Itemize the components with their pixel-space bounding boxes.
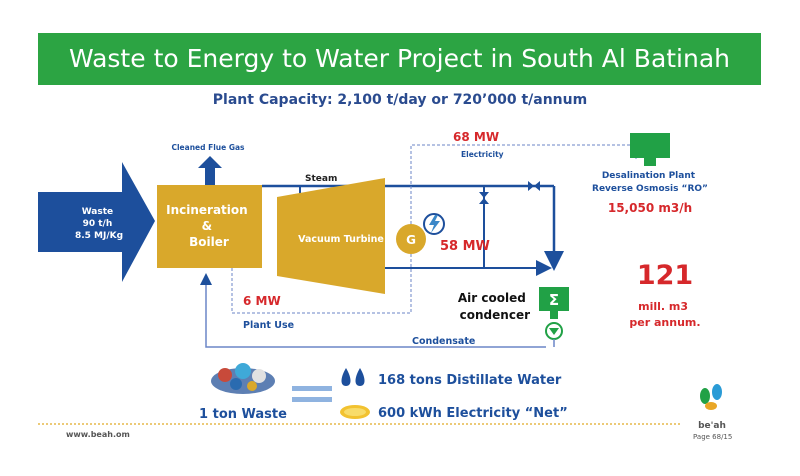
boiler-label-1: Incineration: [166, 203, 248, 217]
plant-use-power: 6 MW: [243, 294, 281, 308]
boiler-box: [157, 185, 262, 268]
flue-gas-arrow: [198, 156, 222, 185]
svg-text:Air cooled condencer: Air cooled condencer: [458, 291, 530, 322]
beah-logo: [700, 384, 722, 410]
vacuum-turbine: [277, 178, 385, 294]
desal-label-2: Reverse Osmosis “RO”: [592, 184, 708, 194]
lightning-bolt-icon: [429, 215, 440, 233]
condenser-icon: [539, 287, 569, 311]
waste-energy: 8.5 MJ/Kg: [75, 231, 123, 241]
condenser-symbol: Σ: [549, 291, 559, 309]
turbine-label: Vacuum Turbine: [298, 234, 384, 245]
waste-label: Waste: [82, 207, 113, 217]
condenser-label-1: Air cooled: [458, 291, 526, 305]
condenser-label-2: condencer: [460, 308, 530, 322]
annual-unit-1: mill. m3: [638, 300, 688, 313]
equals-bar-top: [292, 386, 332, 391]
steam-label: Steam: [305, 174, 337, 184]
desal-plant-base: [644, 158, 656, 166]
page-number: Page 68/15: [693, 433, 733, 441]
condensate-line: [200, 273, 546, 348]
waste-input-arrow: [38, 162, 155, 282]
svg-text:Incineration & Boiler: Incineration & Boiler: [166, 203, 252, 249]
generator-output: 58 MW: [440, 239, 490, 254]
boiler-label-3: Boiler: [189, 235, 229, 249]
annual-value: 121: [637, 260, 693, 291]
generator-icon: [396, 224, 426, 254]
steam-valve-icon: [528, 181, 540, 191]
waste-pile-icon: [211, 363, 275, 394]
svg-text:mill. m3 per annum.: mill. m3 per annum.: [629, 300, 700, 329]
svg-text:Desalination Plant Reverse: Desalination Plant Reverse Osmosis “RO”: [592, 171, 708, 194]
summary-water: 168 tons Distillate Water: [378, 373, 562, 388]
summary-waste: 1 ton Waste: [199, 407, 287, 422]
plant-use-line: [231, 254, 412, 314]
electricity-label: Electricity: [461, 150, 504, 159]
summary-electricity: 600 kWh Electricity “Net”: [378, 406, 568, 421]
waste-rate: 90 t/h: [83, 219, 113, 229]
desal-plant-icon: [630, 133, 670, 158]
condensate-label: Condensate: [412, 336, 475, 347]
pump-triangle-icon: [549, 328, 559, 335]
equals-bar-bottom: [292, 397, 332, 402]
svg-text:Waste 90 t/h 8.5 MJ/Kg: Waste 90 t/h 8.5 MJ/Kg: [75, 207, 123, 241]
flue-gas-label: Cleaned Flue Gas: [171, 143, 245, 152]
desal-output: 15,050 m3/h: [608, 201, 692, 215]
water-drops-icon: [341, 368, 365, 386]
electricity-coil-icon: [340, 405, 370, 419]
condenser-stem: [550, 311, 558, 319]
footer-url[interactable]: www.beah.om: [66, 430, 130, 439]
boiler-label-2: &: [202, 219, 212, 233]
generator-label: G: [406, 233, 416, 247]
annual-unit-2: per annum.: [629, 316, 700, 329]
page-title: Waste to Energy to Water Project in Sout…: [68, 44, 731, 73]
logo-text: be'ah: [698, 421, 726, 431]
desal-label-1: Desalination Plant: [602, 171, 696, 181]
page-subtitle: Plant Capacity: 2,100 t/day or 720’000 t…: [212, 92, 588, 108]
plant-use-label: Plant Use: [243, 320, 294, 331]
title-bar: [38, 33, 761, 85]
export-power: 68 MW: [453, 130, 499, 144]
